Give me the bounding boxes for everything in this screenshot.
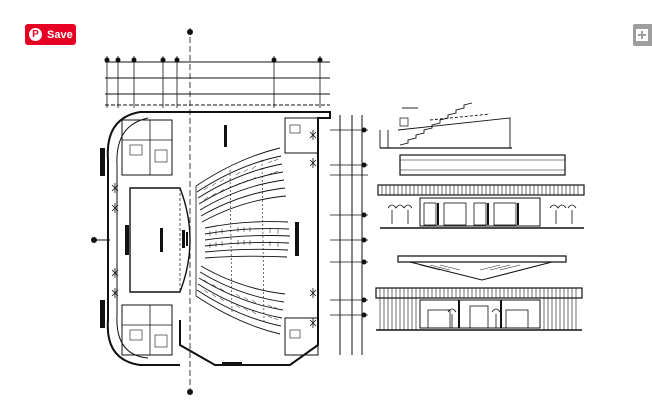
front-elevation-upper [377, 154, 585, 229]
save-label: Save [47, 28, 73, 41]
floor-plan [91, 28, 368, 396]
pinterest-save-button[interactable]: P Save [25, 24, 76, 45]
front-elevation-lower [375, 255, 583, 331]
expand-icon [636, 29, 648, 41]
expand-button[interactable] [633, 24, 652, 46]
section-drawing [379, 102, 512, 149]
pinterest-icon: P [29, 28, 42, 41]
